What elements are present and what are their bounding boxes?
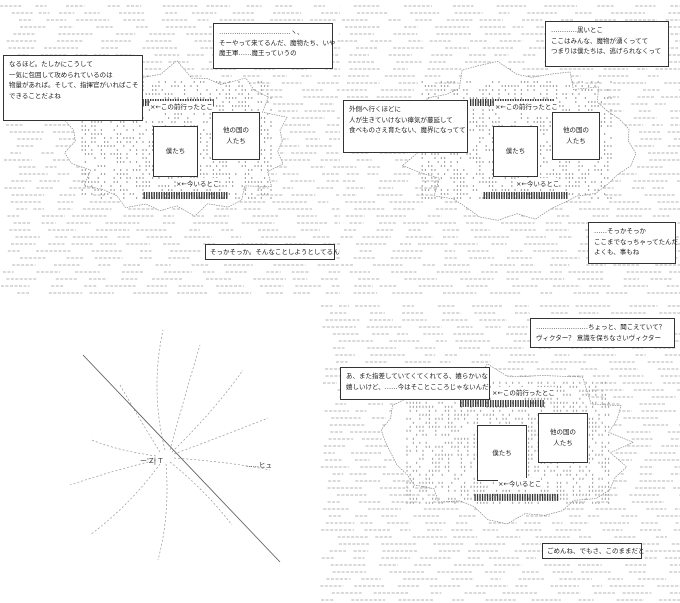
speech-bubble: あ、また指差していてくてくれてる、嬉らかいな 嬉しいけど、……今はそことこころじ… [340, 367, 490, 400]
map-label-here: ×←今いるとこ [498, 478, 542, 488]
speech-bubble: 外側へ行くほどに 人が生きていけない瘴気が蔓延して 食べものさえ育たない、魔界に… [343, 100, 468, 153]
map-box-other: 他の国の 人たち [538, 413, 588, 463]
panel-2: …………黒いとこ ここはみんな、魔物が湧くってて つまりは僕たちは、逃げられなく… [340, 0, 680, 300]
panel-4: ……………………ちょっと、聞こえていて？ ヴィクター？ 意識を保ちなさいヴィクタ… [320, 300, 680, 603]
speech-bubble: ごめんね、でもさ、このままだと [542, 543, 645, 559]
panel-3: ー'Z| T ……ヒュ [0, 300, 320, 603]
speech-bubble: そっかそっか。そんなことしようとしてるんだ [205, 244, 340, 260]
speech-bubble: ……………………………ヽ、 そーやって来てるんだ、魔物たち、いや 魔王軍……魔王… [213, 23, 335, 69]
speed-lines-art: ー'Z| T [69, 329, 281, 563]
svg-text:ー'Z| T: ー'Z| T [140, 457, 163, 465]
map-box-us: 僕たち [153, 126, 198, 177]
map-box-us: 僕たち [477, 425, 527, 481]
map-label-front: ×←この前行ったとこ [492, 387, 555, 397]
map-label-here: ×←今いるとこ [176, 178, 220, 188]
map-box-other: 他の国の 人たち [552, 112, 600, 160]
sound-effect: ……ヒュ [246, 461, 272, 469]
speech-bubble: ……………………ちょっと、聞こえていて？ ヴィクター？ 意識を保ちなさいヴィクタ… [530, 318, 675, 348]
map-label-front: ×←この前行ったとこ [150, 101, 213, 111]
map-label-front: ×←この前行ったとこ [495, 101, 558, 111]
panel-1: ……………………………ヽ、 そーやって来てるんだ、魔物たち、いや 魔王軍……魔王… [0, 0, 340, 300]
map-box-other: 他の国の 人たち [212, 112, 260, 160]
map-box-us: 僕たち [493, 126, 538, 177]
map-label-here: ×←今いるとこ [516, 178, 560, 188]
speech-bubble: ……そっかそっか ここまでなっちゃってたんだ よくも、事もね [588, 222, 678, 264]
speech-bubble: …………黒いとこ ここはみんな、魔物が湧くってて つまりは僕たちは、逃げられなく… [545, 21, 669, 67]
speech-bubble: なるほど。たしかにこうして 一気に包囲して攻められているのは 物量があれば。そし… [3, 55, 143, 121]
